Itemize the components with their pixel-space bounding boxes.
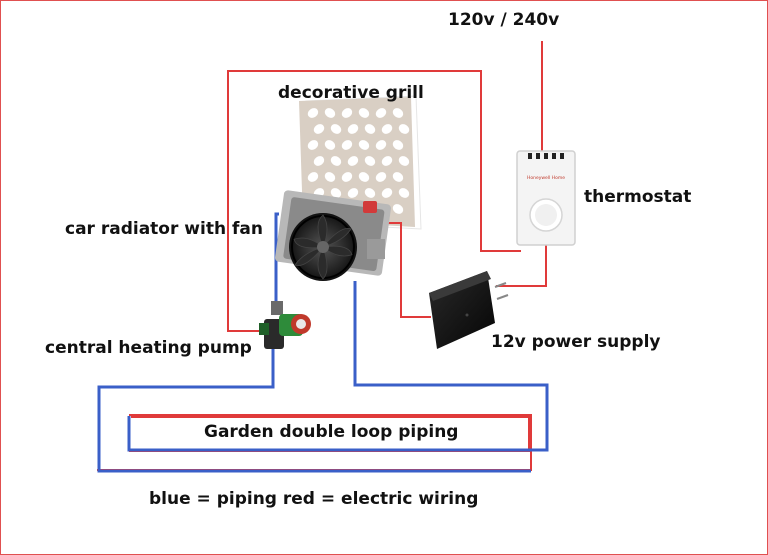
grill-hole [313, 156, 325, 166]
grill-hole [307, 172, 319, 182]
grill-hole [341, 108, 353, 118]
grill-hole [330, 156, 342, 166]
pump-outer-loop-pipe [97, 346, 531, 473]
grill-hole [381, 124, 393, 134]
thermostat-brand: Honeywell Home [527, 175, 565, 181]
decorative-grill-label: decorative grill [278, 83, 424, 103]
decorative-grill-icon [299, 95, 422, 230]
grill-hole [364, 188, 376, 198]
grill-hole [347, 188, 359, 198]
grill-hole [307, 108, 319, 118]
grill-hole [375, 172, 387, 182]
grill-hole [307, 140, 319, 150]
grill-hole [392, 172, 404, 182]
grill-hole [398, 124, 410, 134]
grill-hole [364, 124, 376, 134]
garden-piping-label: Garden double loop piping [204, 422, 459, 442]
grill-hole [341, 140, 353, 150]
grill-hole [358, 140, 370, 150]
piping [97, 212, 549, 473]
central-heating-pump-icon [259, 301, 311, 349]
thermostat-psu-wire [496, 244, 547, 287]
grill-hole [398, 156, 410, 166]
thermostat-label: thermostat [584, 187, 692, 207]
power-supply-icon [429, 271, 509, 349]
grill-hole [341, 172, 353, 182]
grill-hole [347, 156, 359, 166]
radiator-return-pipe [127, 281, 549, 452]
pump-thermostat-wire [227, 70, 521, 332]
grill-hole [358, 108, 370, 118]
grill-hole [381, 188, 393, 198]
grill-hole [324, 140, 336, 150]
grill-hole [392, 108, 404, 118]
radiator-pump-pipe [274, 212, 279, 311]
grill-hole [392, 204, 404, 214]
grill-hole [375, 140, 387, 150]
legend-label: blue = piping red = electric wiring [149, 489, 479, 509]
grill-hole [375, 108, 387, 118]
central-heating-pump-label: central heating pump [45, 338, 252, 358]
car-radiator-label: car radiator with fan [65, 219, 263, 239]
power-supply-label: 12v power supply [491, 332, 661, 352]
grill-hole [392, 140, 404, 150]
grill-hole [324, 172, 336, 182]
grill-hole [347, 124, 359, 134]
thermostat-icon: Honeywell Home [516, 150, 576, 246]
grill-hole [330, 188, 342, 198]
grill-hole [364, 156, 376, 166]
grill-hole [398, 188, 410, 198]
grill-hole [313, 124, 325, 134]
mains-voltage-label: 120v / 240v [448, 10, 560, 30]
grill-hole [358, 172, 370, 182]
grill-hole [324, 108, 336, 118]
grill-hole [381, 156, 393, 166]
car-radiator-fan-icon [275, 190, 391, 281]
grill-hole [330, 124, 342, 134]
